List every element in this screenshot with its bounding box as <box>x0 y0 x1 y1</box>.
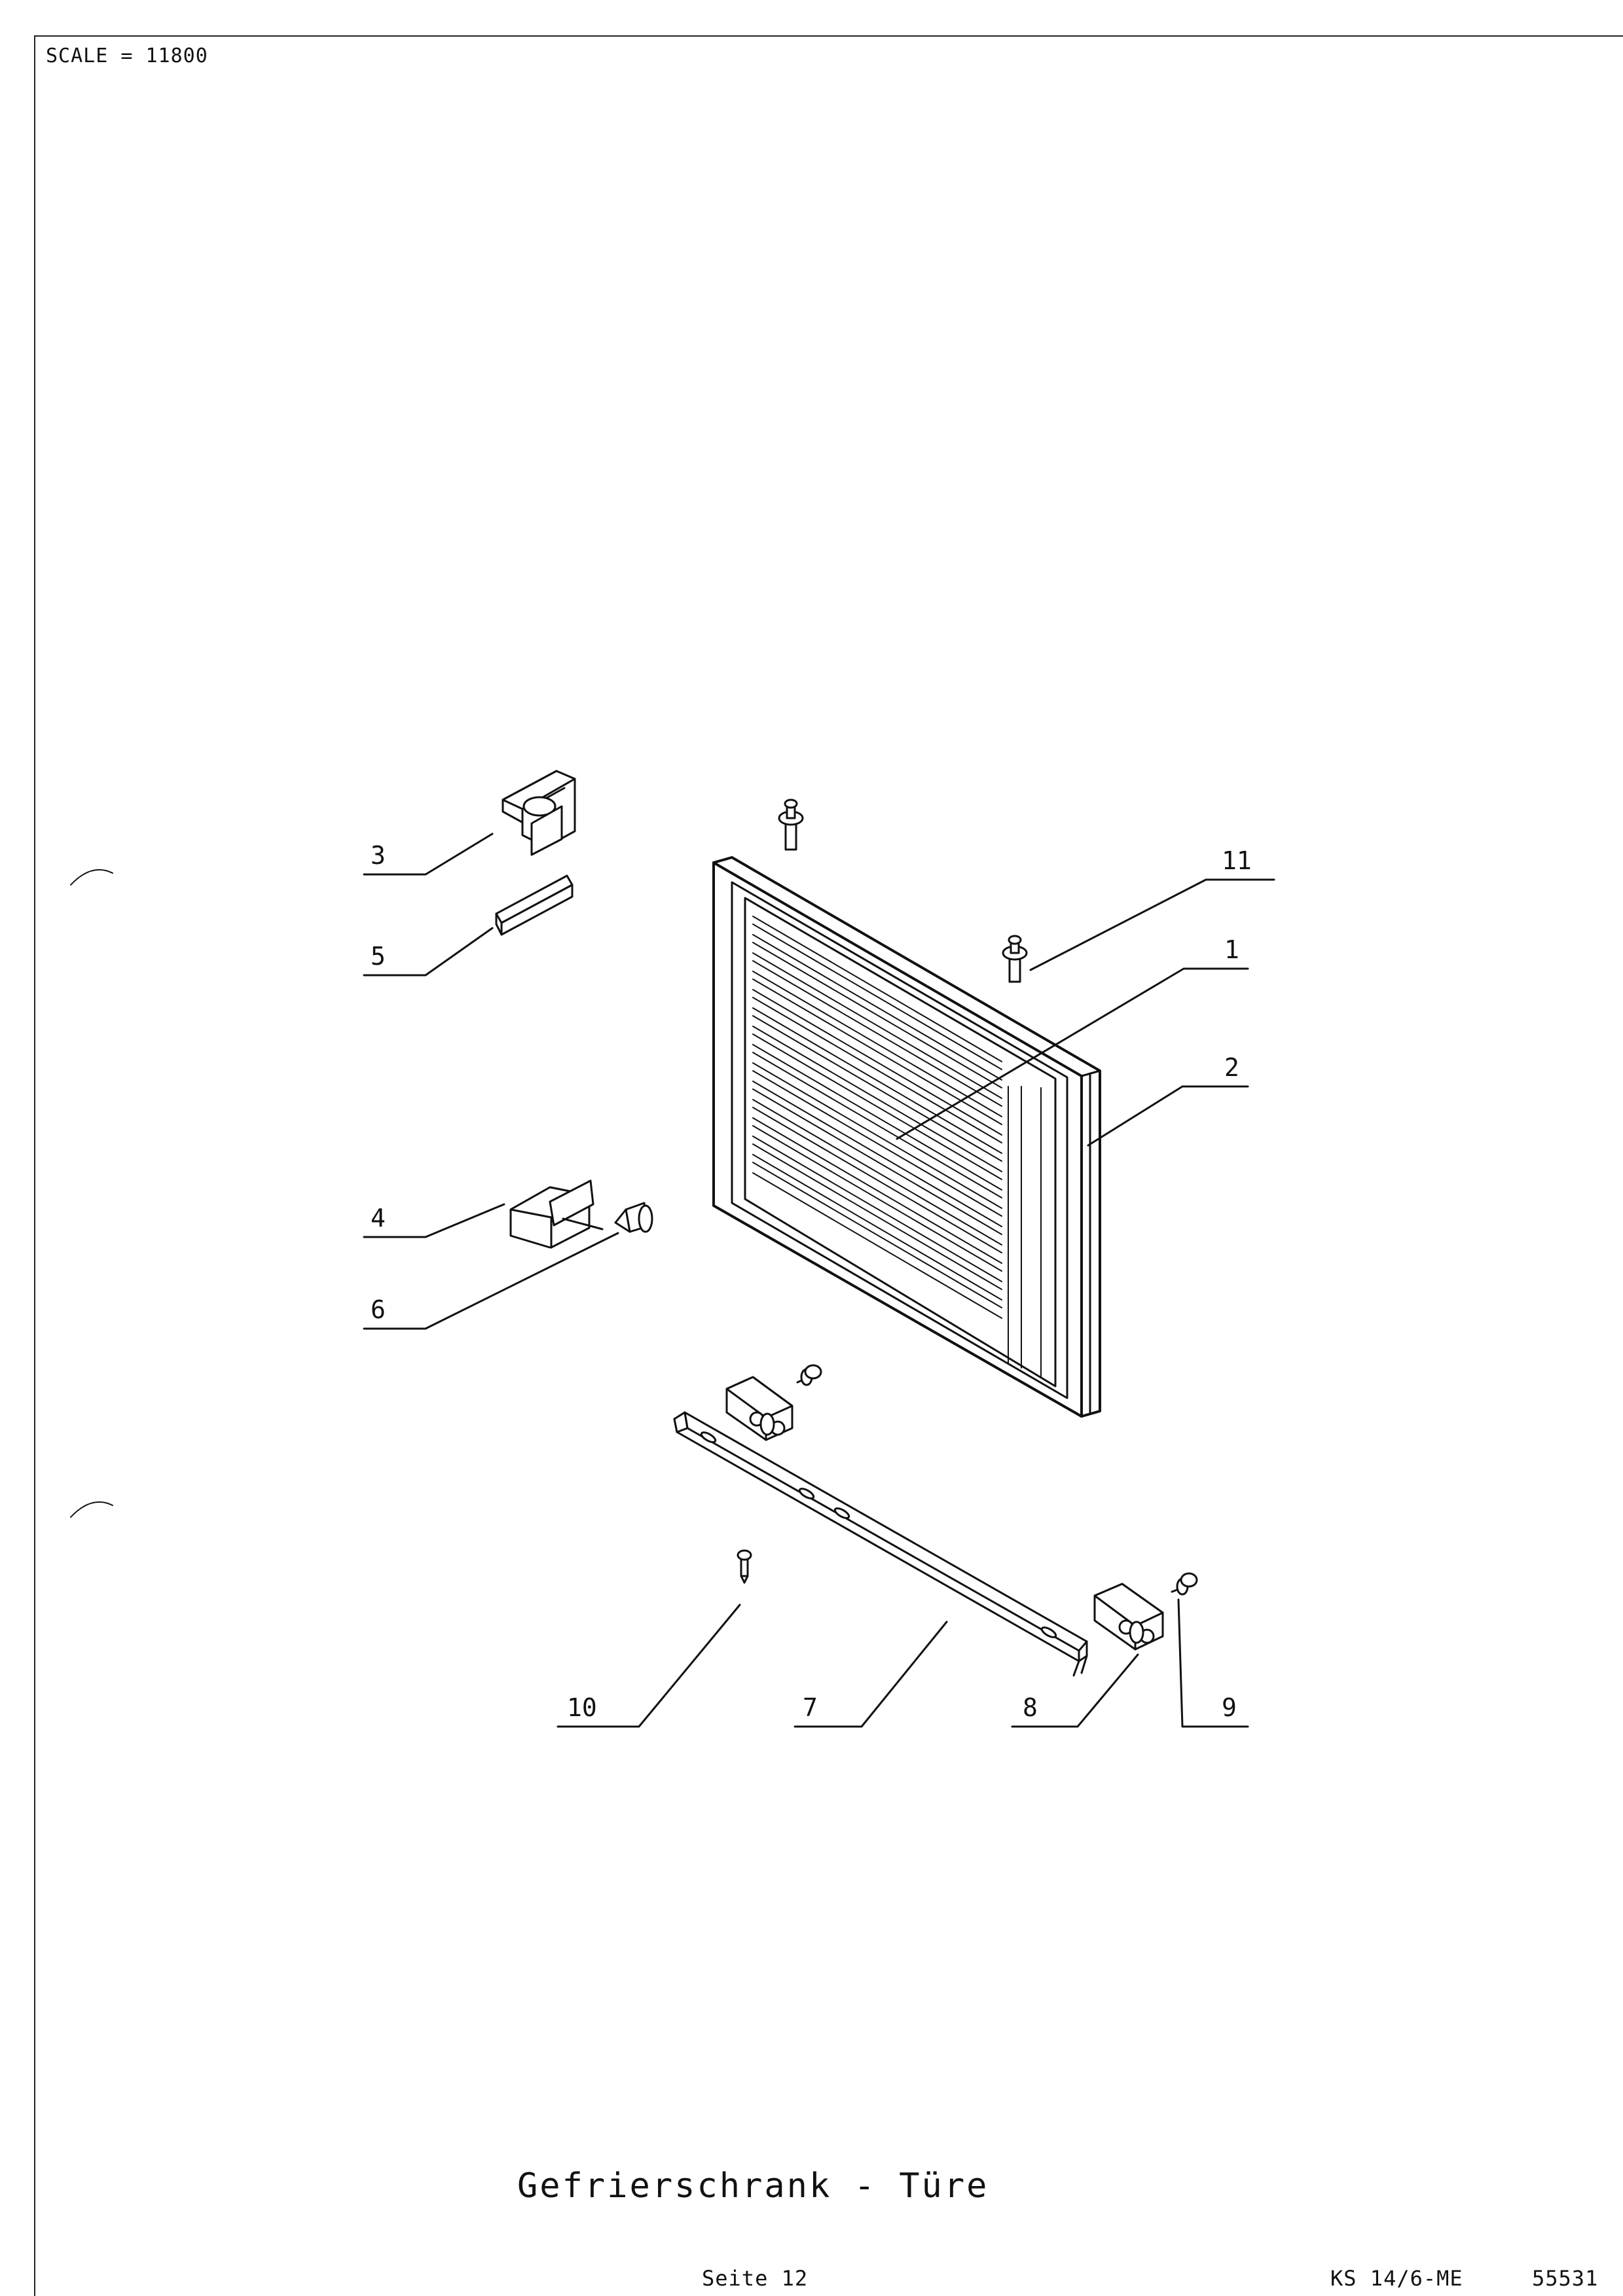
punch-mark-lower <box>70 1501 113 1518</box>
part-10-screw <box>737 1549 752 1584</box>
drawing-title: Gefrierschrank - Türe <box>517 2166 989 2206</box>
callout-10: 10 <box>567 1693 597 1722</box>
frame-left-border <box>34 35 35 2296</box>
part-6-pin <box>614 1202 653 1233</box>
callout-11: 11 <box>1222 846 1252 875</box>
part-8-hinge-bracket-upper <box>725 1376 793 1441</box>
callout-leaders <box>363 833 1275 1728</box>
frame-top-border <box>34 35 1623 37</box>
callout-7: 7 <box>803 1693 818 1722</box>
callout-6: 6 <box>371 1295 386 1324</box>
part-8-hinge-bracket-lower <box>1093 1583 1164 1651</box>
punch-mark-upper <box>70 869 113 886</box>
part-7-rail <box>673 1411 1088 1677</box>
scale-label: SCALE = 11800 <box>46 45 208 67</box>
part-4-catch <box>509 1179 604 1249</box>
door-panel <box>712 856 1101 1418</box>
part-5-strip <box>495 874 574 936</box>
callout-4: 4 <box>371 1204 386 1232</box>
door-liner-ribs <box>752 916 1002 1319</box>
part-9-screws <box>796 1364 1198 1596</box>
callout-2: 2 <box>1224 1053 1239 1082</box>
callout-3: 3 <box>371 841 386 870</box>
part-3-catch <box>501 770 576 856</box>
callout-1: 1 <box>1224 935 1239 964</box>
callout-5: 5 <box>371 942 386 971</box>
callout-8: 8 <box>1023 1693 1038 1722</box>
part-11-hinge-pins <box>778 798 1028 983</box>
model-number: KS 14/6-ME <box>1330 2266 1463 2291</box>
callout-9: 9 <box>1222 1693 1237 1722</box>
document-code: 55531 <box>1532 2266 1599 2291</box>
page-number: Seite 12 <box>702 2266 809 2291</box>
